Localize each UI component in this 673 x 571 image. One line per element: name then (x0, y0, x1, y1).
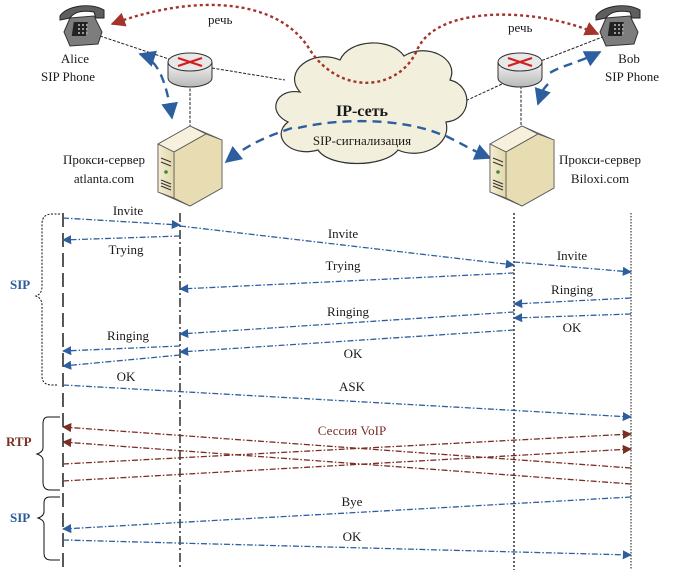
group-label-sip-2: SIP (10, 510, 30, 525)
rtp-session-label: Сессия VoIP (318, 423, 386, 438)
message-arrow-invite (179, 225, 515, 269)
message-arrow-ringing (62, 345, 181, 356)
proxy-left-label-line2: atlanta.com (74, 171, 134, 186)
message-arrow-bye (62, 496, 632, 534)
message-label-ask: ASK (339, 379, 366, 394)
message-label-invite: Invite (328, 226, 359, 241)
message-arrow-ok (179, 329, 515, 357)
speech-path (110, 3, 600, 84)
proxy-server-right-icon (489, 125, 555, 207)
message-arrow-ringing (179, 311, 515, 339)
message-arrow-ask (62, 384, 632, 422)
message-label-ringing: Ringing (551, 282, 593, 297)
bob-label-line1: Bob (618, 51, 640, 66)
link-alice-router (99, 35, 173, 61)
proxy-server-left-icon (157, 125, 223, 207)
message-arrow-ok (62, 354, 181, 370)
message-arrow-invite (62, 217, 181, 230)
message-arrow-invite (513, 261, 632, 276)
cloud-subtitle: SIP-сигнализация (313, 133, 411, 148)
sip-signalling-paths (138, 50, 602, 164)
message-label-ringing: Ringing (327, 304, 369, 319)
brace-sip-1 (34, 213, 60, 386)
speech-label-right: речь (508, 20, 532, 35)
brace-rtp (35, 416, 60, 491)
proxy-left-label-line1: Прокси-сервер (63, 152, 145, 167)
proxy-right-label-line2: Biloxi.com (571, 171, 629, 186)
message-label-ringing: Ringing (107, 328, 149, 343)
group-label-sip-1: SIP (10, 277, 30, 292)
message-arrow-trying (62, 235, 181, 245)
bob-label-line2: SIP Phone (605, 69, 659, 84)
message-label-ok: OK (117, 369, 136, 384)
proxy-right-label-line1: Прокси-сервер (559, 152, 641, 167)
rtp-stream-b-to-a-2 (62, 438, 632, 485)
bob-phone-icon (595, 5, 641, 47)
alice-phone-icon (59, 5, 105, 47)
ip-network-cloud: IP-сеть SIP-сигнализация (275, 42, 468, 165)
link-router-bob (537, 35, 606, 63)
message-arrow-ringing (513, 297, 632, 309)
message-arrow-ok (513, 313, 632, 323)
rtp-stream-a-to-b-2 (62, 444, 632, 482)
speech-label-left: речь (208, 12, 232, 27)
cloud-title: IP-сеть (336, 103, 389, 120)
message-arrow-ok-final (62, 539, 632, 560)
message-label-ok: OK (344, 346, 363, 361)
group-braces (34, 213, 60, 561)
message-label-invite: Invite (113, 203, 144, 218)
alice-label-line2: SIP Phone (41, 69, 95, 84)
brace-sip-2 (36, 496, 60, 561)
rtp-stream-a-to-b-1 (62, 429, 632, 465)
message-label-invite: Invite (557, 248, 588, 263)
router-left-icon (167, 52, 213, 88)
message-label-ok-final: OK (343, 529, 362, 544)
group-label-rtp: RTP (6, 434, 32, 449)
rtp-stream-b-to-a-1 (62, 423, 632, 469)
alice-label-line1: Alice (61, 51, 89, 66)
router-right-icon (497, 52, 543, 88)
link-router-cloud-left (211, 67, 286, 81)
message-label-bye: Bye (342, 494, 363, 509)
message-label-ok: OK (563, 320, 582, 335)
message-label-trying: Trying (109, 242, 144, 257)
message-arrow-trying (179, 272, 515, 294)
message-label-trying: Trying (326, 258, 361, 273)
